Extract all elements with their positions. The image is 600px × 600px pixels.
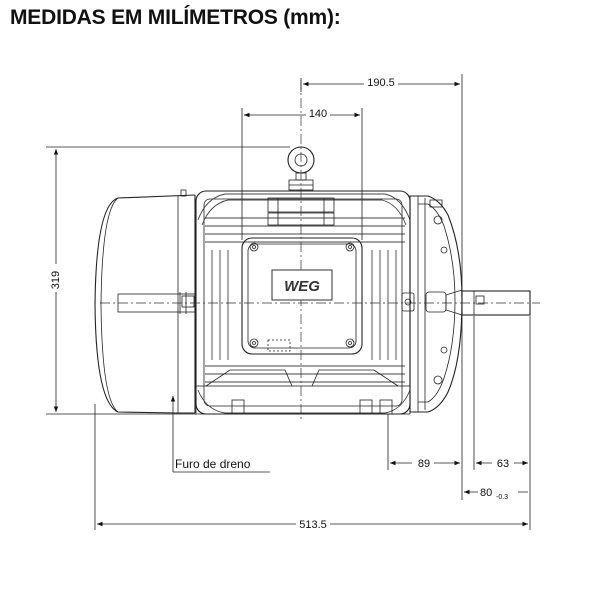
- dimension-63: 63: [473, 316, 531, 470]
- motor-outline: [94, 146, 531, 415]
- svg-text:140: 140: [309, 108, 327, 120]
- svg-text:-0.3: -0.3: [496, 494, 508, 501]
- svg-text:Furo de dreno: Furo de dreno: [175, 457, 251, 471]
- dimension-513-5: 513.5: [94, 404, 531, 531]
- page-title: MEDIDAS EM MILÍMETROS (mm):: [10, 6, 341, 29]
- svg-text:63: 63: [497, 458, 509, 470]
- dimension-80: 80 -0.3: [461, 290, 528, 501]
- svg-text:80: 80: [480, 487, 492, 499]
- svg-text:89: 89: [418, 458, 430, 470]
- svg-text:319: 319: [50, 271, 62, 289]
- centerlines: [100, 80, 540, 420]
- svg-text:WEG: WEG: [284, 278, 320, 295]
- weg-logo: WEG: [271, 269, 333, 301]
- dimension-140: 140: [241, 106, 363, 240]
- svg-text:513.5: 513.5: [299, 519, 327, 531]
- svg-text:190.5: 190.5: [367, 77, 395, 89]
- drain-hole-callout: Furo de dreno: [170, 396, 270, 473]
- dimension-190-5: 190.5: [300, 74, 463, 290]
- dimension-89: 89: [387, 414, 460, 470]
- dimension-319: 319: [46, 146, 290, 415]
